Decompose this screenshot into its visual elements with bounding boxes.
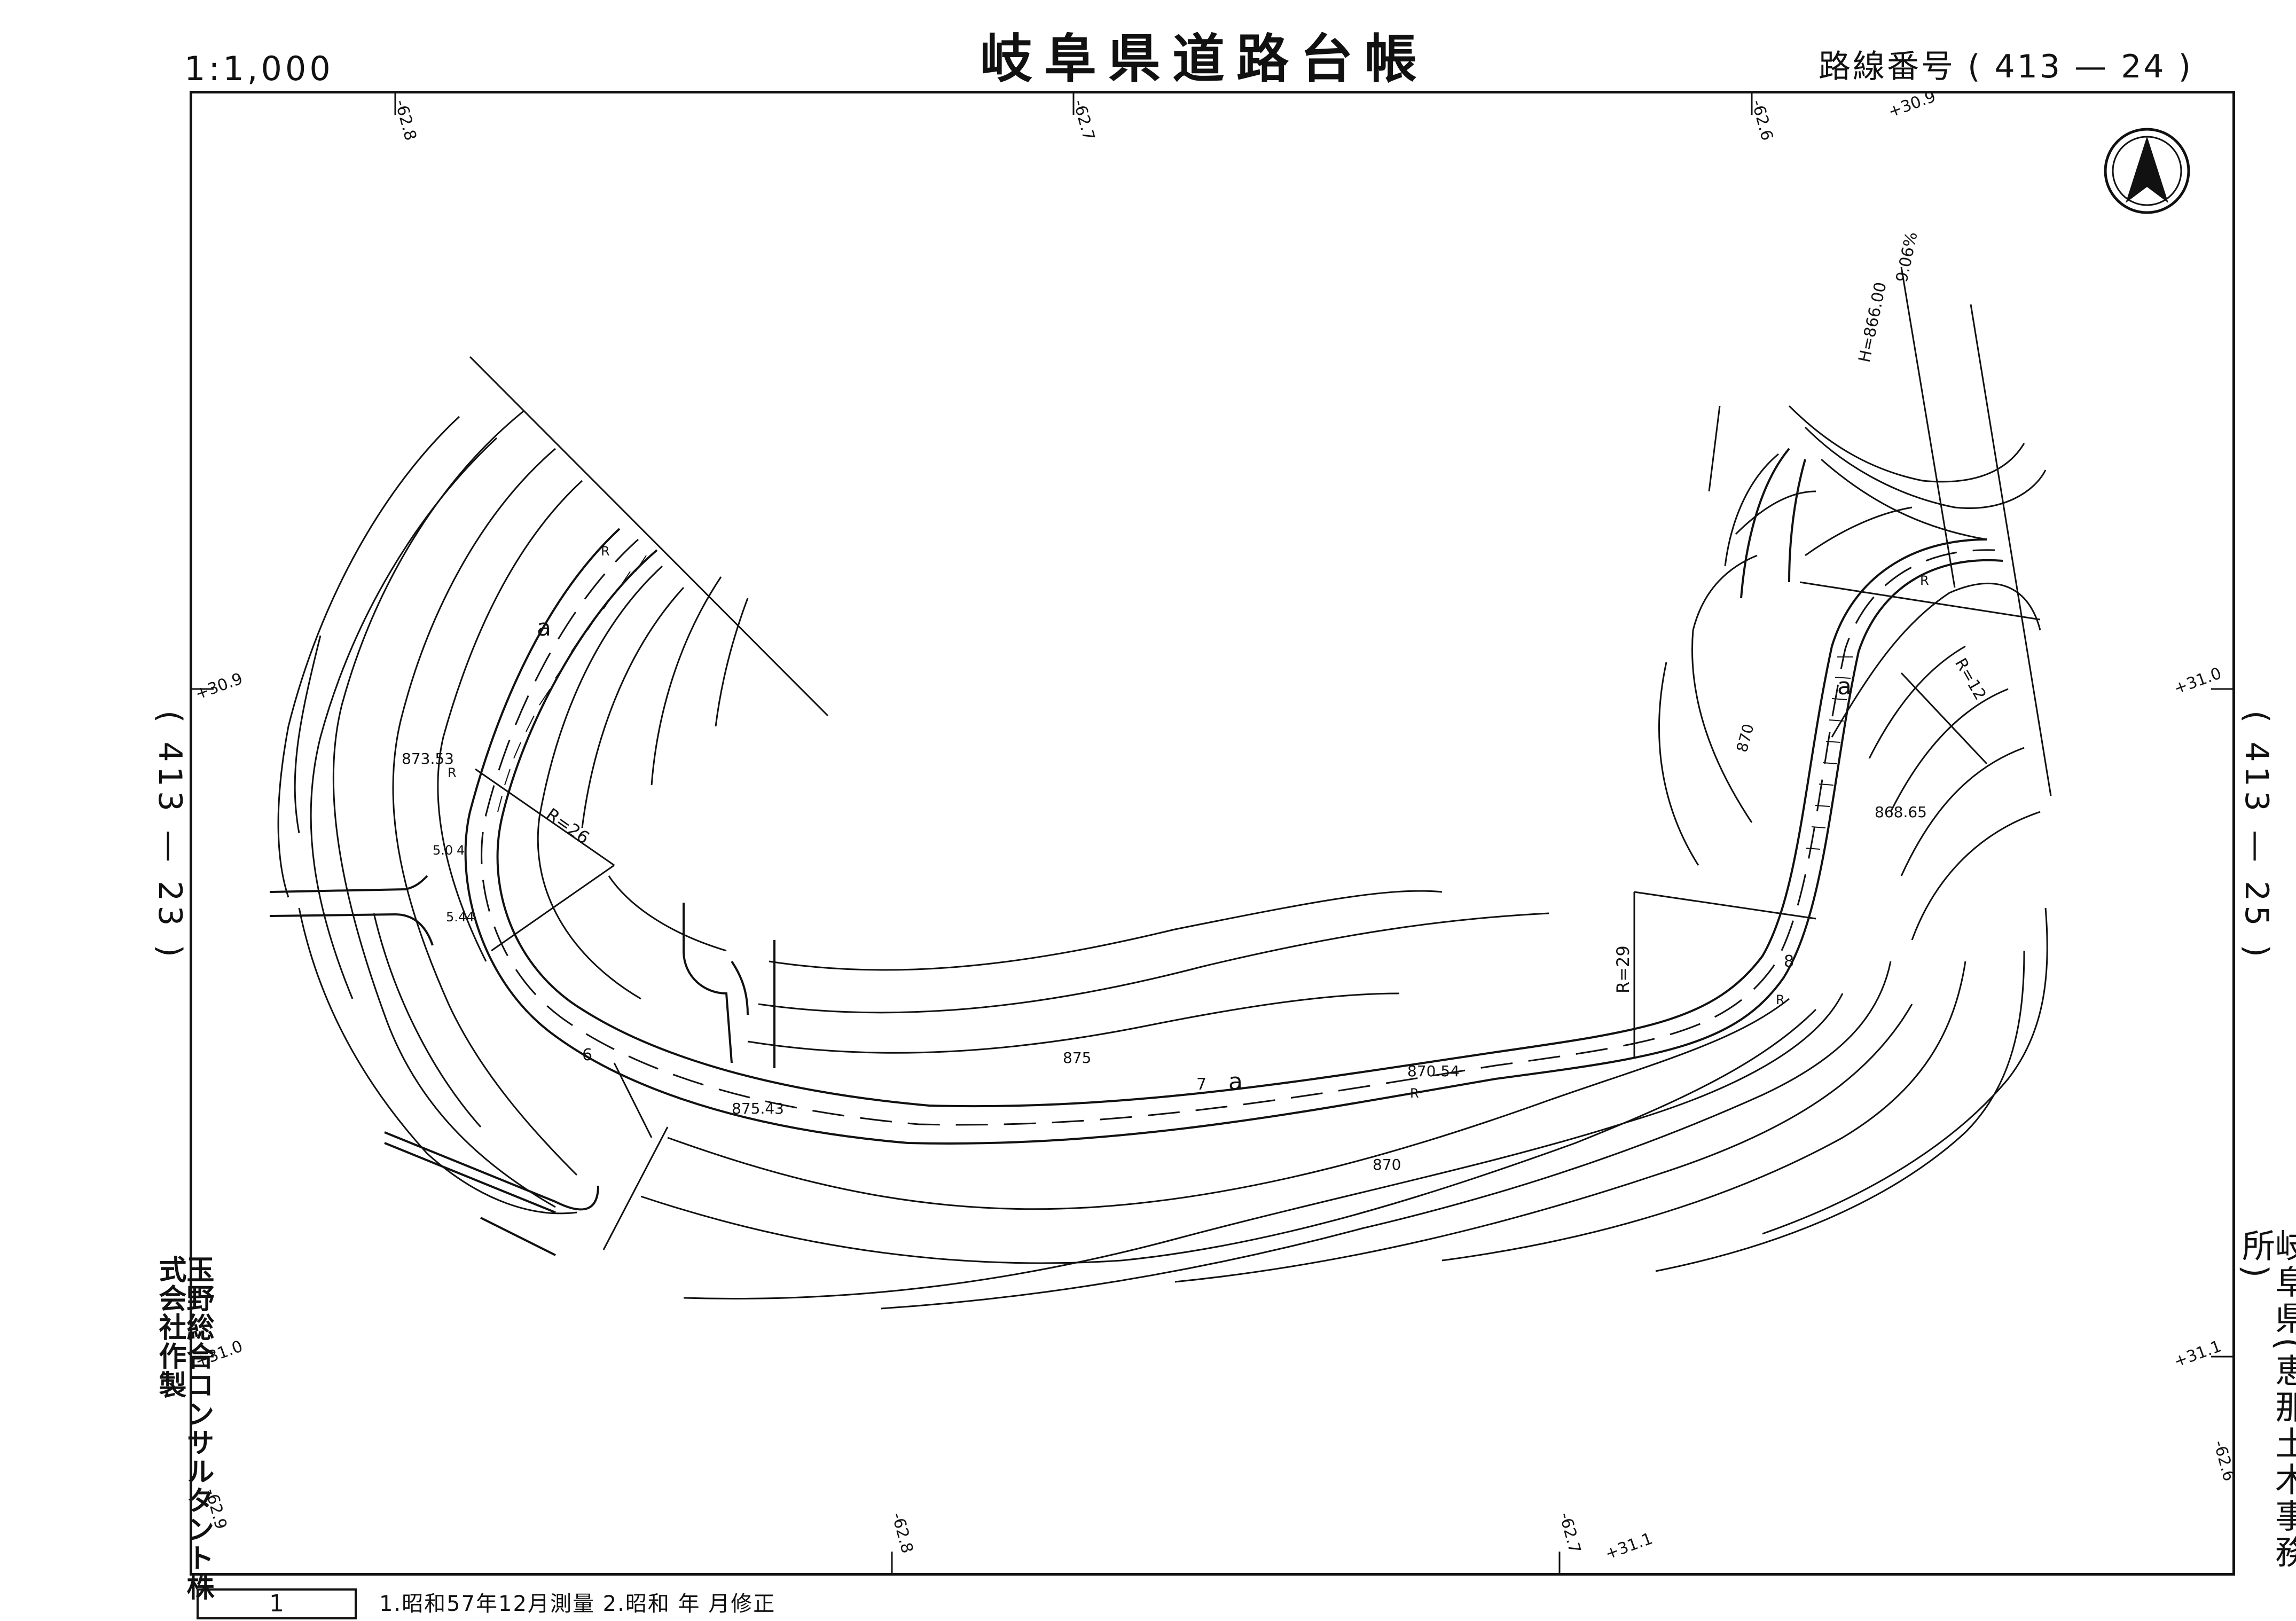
station-label: 6 — [582, 1046, 592, 1064]
elevation-label: 870.54 — [1407, 1062, 1460, 1080]
grid-label: +31.0 — [2172, 664, 2224, 698]
road-mark: R — [601, 544, 610, 559]
map-frame — [190, 91, 2235, 1576]
elevation-label: 873.53 — [402, 750, 454, 768]
grid-ticks — [192, 93, 2232, 1573]
grid-label: -62.7 — [1555, 1510, 1584, 1555]
elevation-label: 868.65 — [1875, 803, 1927, 821]
grid-label: +30.9 — [193, 669, 245, 703]
width-label: 5.4 — [446, 910, 466, 925]
radius-label: R=29 — [1613, 945, 1633, 993]
lane-label: a — [1228, 1068, 1243, 1095]
issuing-office: 岐阜県(恵那土木事務所) — [2236, 1228, 2296, 1572]
grid-label: +31.0 — [193, 1337, 245, 1371]
radius-label: R=26 — [542, 804, 593, 848]
contour-lines — [277, 405, 2048, 1310]
grid-label: +30.9 — [1886, 87, 1938, 121]
road-mark: R — [1920, 573, 1929, 588]
page-title: 岐阜県道路台帳 — [980, 29, 1429, 90]
station-label: 8 — [1784, 952, 1794, 971]
width-label: 4 — [466, 910, 474, 925]
side-roads — [269, 448, 1806, 1256]
survey-note: 1.昭和57年12月測量 2.昭和 年 月修正 — [379, 1592, 776, 1616]
map-maker: 玉野総合コンサルタント株式会社作製 — [154, 1255, 214, 1601]
map-scale: 1:1,000 — [184, 49, 334, 88]
radius-label: R=12 — [1951, 655, 1989, 703]
route-number: 路線番号 ( 413 — 24 ) — [1819, 48, 2193, 85]
elevation-label: 875.43 — [732, 1100, 784, 1117]
road-mark: R — [1776, 992, 1785, 1007]
width-label: 4 — [457, 843, 465, 858]
adjacent-route-left: ( 413 — 23 ) — [151, 710, 189, 961]
grid-label: -62.8 — [888, 1510, 916, 1555]
north-arrow-icon — [2104, 128, 2190, 214]
grid-label: +31.1 — [1603, 1529, 1655, 1563]
width-label: 5.0 — [433, 843, 453, 858]
contour-label: 870 — [1733, 722, 1758, 754]
sheet-number: 1 — [269, 1590, 284, 1617]
lane-label: a — [1837, 673, 1852, 700]
station-label: 7 — [1196, 1075, 1206, 1094]
slope-hatching — [497, 555, 1853, 850]
adjacent-route-right: ( 413 — 25 ) — [2238, 710, 2275, 961]
construction-lines — [469, 267, 2052, 1250]
road-mark: R — [448, 765, 457, 780]
road-mark: R — [1410, 1086, 1419, 1101]
grid-label: +31.1 — [2172, 1337, 2224, 1371]
sheet-number-box: 1 — [197, 1588, 357, 1619]
lane-label: a — [537, 614, 551, 641]
contour-label: 875 — [1063, 1049, 1091, 1067]
contour-label: 870 — [1373, 1156, 1401, 1173]
grid-label: -62.6 — [2209, 1438, 2238, 1483]
height-note: H=866.00 — [1855, 280, 1891, 364]
grid-label: -62.9 — [201, 1486, 230, 1531]
grade-note: 9.06% — [1893, 230, 1922, 284]
road-edges — [464, 528, 2003, 1145]
